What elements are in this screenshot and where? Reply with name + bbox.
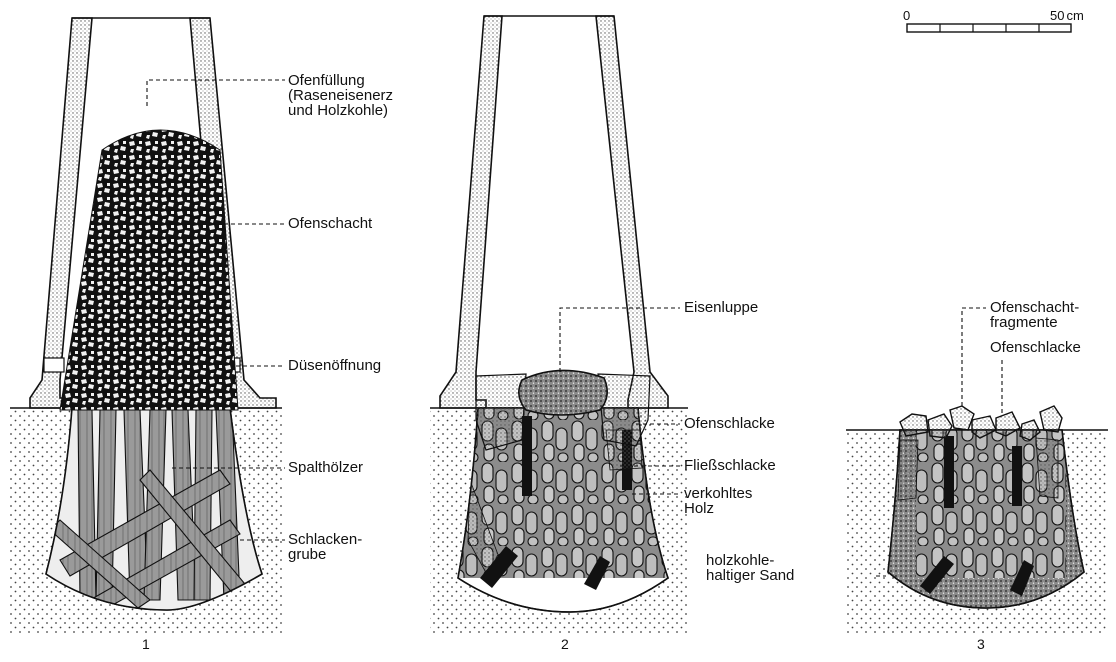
label-schlackengrube: Schlacken- grube [288,532,362,562]
stage-number-2: 2 [561,636,569,652]
shaft-wall-right [596,16,668,408]
label-ofenfuellung: Ofenfüllung (Raseneisenerz und Holzkohle… [288,73,393,118]
shaft-wall-left [440,16,502,408]
label-ofenschlacke-3: Ofenschlacke [990,340,1081,355]
label-verkohltes-holz: verkohltes Holz [684,486,752,516]
stage-number-3: 3 [977,636,985,652]
label-spalthoelzer: Spalthölzer [288,460,363,475]
scale-bar [907,24,1071,32]
label-ofenschacht: Ofenschacht [288,216,372,231]
label-duesenoeffnung: Düsenöffnung [288,358,381,373]
figure-3 [846,308,1108,635]
label-ofenschacht-fragmente: Ofenschacht- fragmente [990,300,1079,330]
scale-bar-end-value: 50 [1050,8,1064,23]
figure-1 [10,18,285,633]
furnace-slag [476,374,526,450]
figure-2 [430,16,688,633]
charred-wood [522,416,532,496]
iron-bloom [519,370,607,415]
scale-bar-start: 0 [903,8,910,23]
label-ofenschlacke: Ofenschlacke [684,416,775,431]
furnace-charge [60,130,238,410]
stage-number-1: 1 [142,636,150,652]
scale-bar-unit: cm [1066,8,1083,23]
label-holzkohlehaltiger-sand: holzkohle- haltiger Sand [706,553,794,583]
tuyere-opening-left [44,358,64,372]
label-fliessschlacke: Fließschlacke [684,458,776,473]
charred-wood [944,436,954,508]
label-eisenluppe: Eisenluppe [684,300,758,315]
